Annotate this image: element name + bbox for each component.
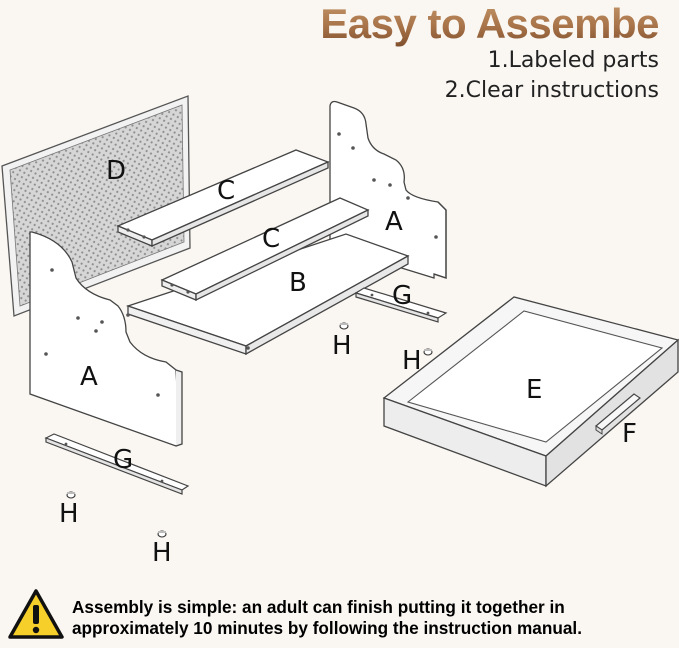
drawer <box>382 296 679 488</box>
screw-left-lower <box>157 530 167 538</box>
warning-icon <box>8 589 64 639</box>
top-board <box>116 149 330 247</box>
label-top-board: C <box>217 176 235 206</box>
screw-left-upper <box>66 491 76 499</box>
label-screw-right: H <box>402 346 422 376</box>
right-side-panel <box>329 100 447 279</box>
label-screw-left-lower: H <box>152 538 172 568</box>
label-left-side-panel: A <box>80 362 98 392</box>
feature-item: 2.Clear instructions <box>444 78 659 103</box>
left-support-bar <box>44 433 190 495</box>
assembly-note-line: approximately 10 minutes by following th… <box>72 618 582 638</box>
feature-item: 1.Labeled parts <box>487 48 659 73</box>
drawer-handle <box>595 393 641 435</box>
screw-right <box>423 348 433 356</box>
label-screw-center: H <box>332 331 352 361</box>
label-drawer-handle: F <box>622 419 637 449</box>
label-screw-left-upper: H <box>59 499 79 529</box>
label-left-support-bar: G <box>113 445 133 475</box>
page-title: Easy to Assembe <box>320 0 659 47</box>
label-base-board: B <box>289 268 307 298</box>
label-middle-board: C <box>262 224 280 254</box>
label-drawer: E <box>526 375 542 405</box>
assembly-note-line: Assembly is simple: an adult can finish … <box>72 597 565 617</box>
screw-center <box>339 322 349 330</box>
right-support-bar <box>354 287 448 323</box>
feature-list: 1.Labeled parts 2.Clear instructions <box>445 46 659 106</box>
label-back-panel: D <box>106 156 126 186</box>
assembly-note: Assembly is simple: an adult can finish … <box>72 597 672 639</box>
label-right-side-panel: A <box>385 207 403 237</box>
middle-board <box>160 197 370 302</box>
label-right-support-bar: G <box>392 281 412 311</box>
left-side-panel <box>29 231 183 447</box>
